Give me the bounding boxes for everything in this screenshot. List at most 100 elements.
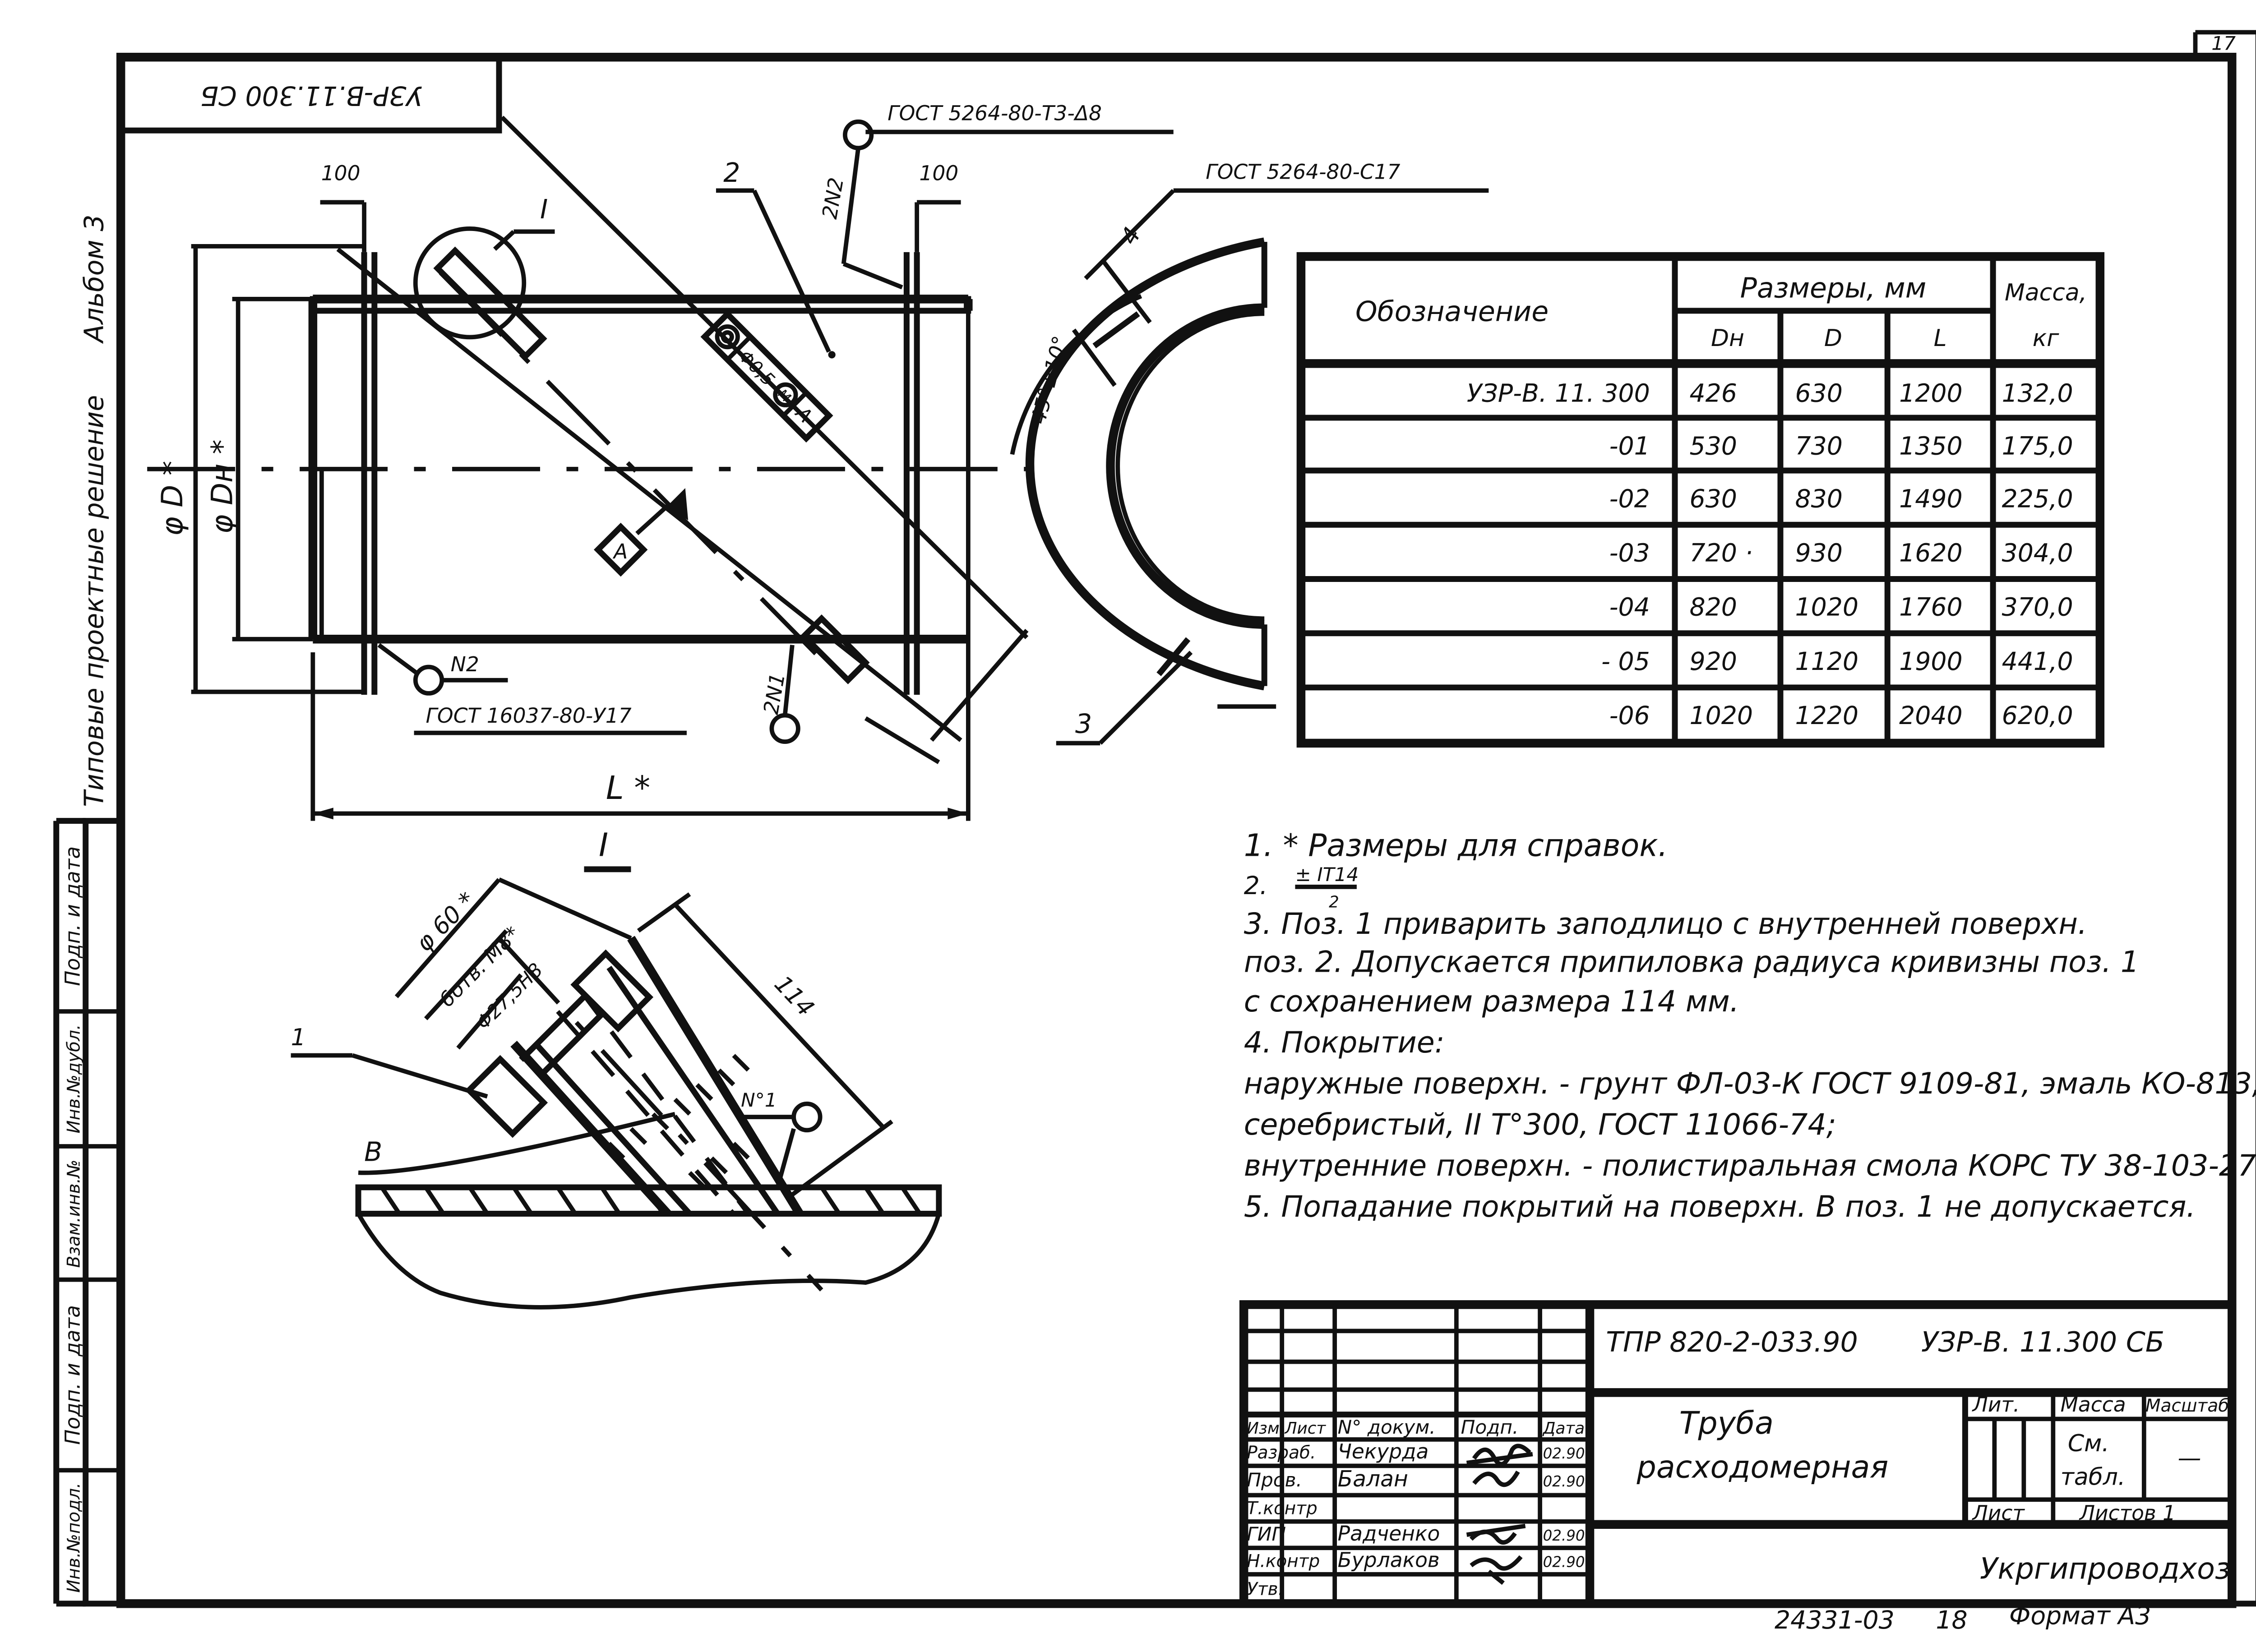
table-cell-des: - 05 <box>1601 647 1650 676</box>
detail-view-title: I <box>599 826 608 864</box>
format-label: Формат А3 <box>2009 1601 2151 1630</box>
table-cell-des: -04 <box>1609 593 1650 622</box>
table-cell-l: 1760 <box>1899 593 1963 622</box>
mass-value-line2: табл. <box>2061 1464 2126 1491</box>
weld-no1-label: N°1 <box>741 1089 777 1111</box>
table-cell-dn: 530 <box>1690 432 1737 461</box>
side-table <box>83 818 124 1607</box>
top-stamp-box <box>118 54 502 134</box>
typical-label: Типовые проектные решение <box>79 395 110 807</box>
role-nkontr: Н.контр <box>1247 1551 1320 1572</box>
note-4a: наружные поверхн. - грунт ФЛ-03-К ГОСТ 9… <box>1244 1067 2256 1101</box>
table-header-l: L <box>1934 325 1947 352</box>
table-cell-des: -06 <box>1609 701 1650 730</box>
table-header-sizes: Размеры, мм <box>1740 272 1927 305</box>
album-label: Альбом 3 <box>79 215 110 345</box>
table-cell-l: 1620 <box>1899 539 1963 568</box>
side-cell-podp-data-1: Подп. и дата <box>61 1305 85 1445</box>
table-cell-l: 1350 <box>1899 432 1963 461</box>
side-cell-inv-podl: Инв.№подл. <box>64 1482 84 1592</box>
note-3b: поз. 2. Допускается припиловка радиуса к… <box>1244 945 2140 979</box>
doc-code: ТПР 820-2-033.90 <box>1606 1326 1858 1358</box>
table-cell-dn: 720 · <box>1690 539 1753 568</box>
col-data: Дата <box>1542 1419 1585 1438</box>
col-podp: Подп. <box>1461 1416 1519 1438</box>
table-cell-d: 730 <box>1795 432 1842 461</box>
sheets-label: Листов 1 <box>2079 1501 2176 1525</box>
note-2-numerator: ± IT14 <box>1295 863 1359 886</box>
role-prov: Пров. <box>1247 1469 1302 1491</box>
note-2-denominator: 2 <box>1329 893 1339 911</box>
note-4: 4. Покрытие: <box>1244 1026 1445 1060</box>
side-cell-podp-data-2: Подп. и дата <box>61 846 85 986</box>
note-4c: внутренние поверхн. - полистиральная смо… <box>1244 1149 2256 1183</box>
table-header-designation: Обозначение <box>1355 295 1549 328</box>
col-list: Лист <box>1284 1419 1327 1438</box>
role-razrab: Разраб. <box>1247 1443 1316 1463</box>
table-cell-dn: 1020 <box>1690 701 1753 730</box>
dim-length-l: L * <box>606 769 650 807</box>
table-cell-mass: 225,0 <box>2002 485 2073 513</box>
pos-3-label: 3 <box>1075 709 1092 739</box>
date-gip: 02.90 <box>1543 1527 1585 1544</box>
table-cell-mass: 620,0 <box>2002 701 2073 730</box>
role-gip: ГИП <box>1247 1523 1286 1545</box>
top-stamp-code: УЗР-В.11.300 СБ <box>200 80 422 111</box>
table-cell-d: 1020 <box>1795 593 1858 622</box>
table-cell-d: 1120 <box>1795 647 1858 676</box>
date-nkontr: 02.90 <box>1543 1554 1585 1571</box>
col-izm: Изм <box>1247 1419 1280 1438</box>
name-gip: Радченко <box>1338 1522 1440 1546</box>
table-cell-mass: 132,0 <box>2002 379 2073 408</box>
table-cell-dn: 630 <box>1690 485 1737 513</box>
detail-view-i: I φ 60 * 6отв. М8* Φ27,5Н8 114 1 В <box>291 826 942 1310</box>
date-razrab: 02.90 <box>1543 1445 1585 1462</box>
footer-number: 18 <box>1936 1606 1967 1635</box>
table-cell-mass: 175,0 <box>2002 432 2073 461</box>
angle-label: 45°±10° <box>1026 333 1073 426</box>
letter-b-label: В <box>364 1136 382 1167</box>
table-cell-l: 2040 <box>1899 701 1963 730</box>
table-cell-mass: 441,0 <box>2002 647 2073 676</box>
table-cell-des: -02 <box>1609 485 1650 513</box>
side-cell-vzam-inv: Взам.инв.№ <box>64 1159 84 1268</box>
note-3c: с сохранением размера 114 мм. <box>1244 985 1739 1019</box>
role-utv: Утв. <box>1247 1579 1284 1599</box>
view-i-marker: I <box>540 194 548 225</box>
table-cell-d: 630 <box>1795 379 1842 408</box>
table-cell-mass: 304,0 <box>2002 539 2073 568</box>
table-header-dn: Dн <box>1711 325 1744 352</box>
table-cell-mass: 370,0 <box>2002 593 2073 622</box>
table-cell-dn: 426 <box>1690 379 1737 408</box>
footer-code: 24331-03 <box>1775 1606 1895 1635</box>
note-2-prefix: 2. <box>1244 872 1268 900</box>
mass-value-line1: См. <box>2068 1430 2109 1457</box>
lit-label: Лит. <box>1972 1393 2020 1417</box>
name-nkontr: Бурлаков <box>1338 1548 1440 1572</box>
masshtab-label: Масштаб <box>2145 1396 2229 1416</box>
table-cell-des: -01 <box>1609 432 1650 461</box>
massa-label: Масса <box>2061 1393 2126 1417</box>
gost-t3-label: ГОСТ 5264-80-Т3-Δ8 <box>888 101 1102 125</box>
table-header-d: D <box>1824 325 1842 352</box>
dim-phi-d: φ D * <box>156 461 190 536</box>
doc-sb: УЗР-В. 11.300 СБ <box>1921 1326 2164 1358</box>
dim-100-right: 100 <box>919 162 958 185</box>
dim-phi-60: φ 60 * <box>411 887 481 957</box>
date-prov: 02.90 <box>1543 1473 1585 1490</box>
side-view-ring: ГОСТ 5264-80-С17 4 45°±10° 3 <box>1010 160 1489 746</box>
table-cell-l: 1200 <box>1899 379 1963 408</box>
table-cell-d: 1220 <box>1795 701 1858 730</box>
scale-value: — <box>2178 1444 2201 1472</box>
dim-phi-dn: φ Dн * <box>206 439 240 534</box>
table-cell-d: 930 <box>1795 539 1842 568</box>
sheet-number: 17 <box>2211 32 2236 54</box>
note-3a: 3. Поз. 1 приварить заподлицо с внутренн… <box>1244 907 2087 941</box>
title-block: ТПР 820-2-033.90 УЗР-В. 11.300 СБ Труба … <box>1239 1300 2237 1608</box>
name-prov: Балан <box>1338 1467 1408 1492</box>
table-cell-des: -03 <box>1609 539 1650 568</box>
role-tkontr: Т.контр <box>1247 1499 1318 1519</box>
title-name-line1: Труба <box>1679 1406 1774 1441</box>
dim-100-left: 100 <box>321 162 361 185</box>
